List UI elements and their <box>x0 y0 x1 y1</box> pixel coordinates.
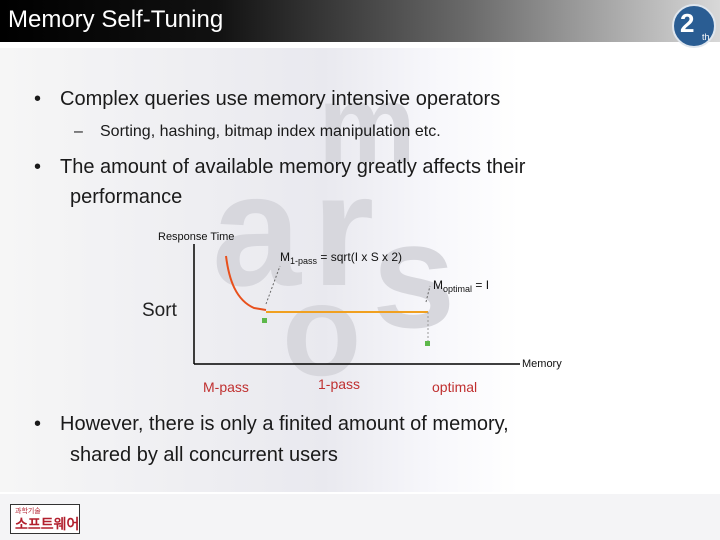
m1pass-expression: = sqrt(I x S x 2) <box>317 250 403 264</box>
bullet-finite-memory: •However, there is only a finited amount… <box>34 413 509 435</box>
footer-logo-small: 과학기술 <box>15 508 41 515</box>
title-bar <box>0 0 720 42</box>
moptimal-formula: Moptimal = I <box>433 278 489 294</box>
tick-1pass: 1-pass <box>318 376 361 392</box>
bullet-finite-memory-cont: shared by all concurrent users <box>70 444 338 466</box>
watermark-r: r <box>312 140 375 319</box>
bullet-text: The amount of available memory greatly a… <box>60 156 526 178</box>
watermark-s: s <box>372 191 456 359</box>
m1pass-subscript: 1-pass <box>290 256 318 266</box>
sub-bullet-text: Sorting, hashing, bitmap index manipulat… <box>100 123 441 140</box>
moptimal-subscript: optimal <box>443 284 473 294</box>
bullet-text: Complex queries use memory intensive ope… <box>60 88 501 110</box>
m1pass-main: M <box>280 250 290 264</box>
sub-bullet-operators: –Sorting, hashing, bitmap index manipula… <box>74 123 441 140</box>
bullet-available-memory-cont: performance <box>70 186 183 208</box>
watermark-o: o <box>282 257 362 403</box>
x-axis-label: Memory <box>522 358 562 370</box>
footer-logo-text: 소프트웨어 <box>15 516 80 532</box>
bullet-complex-queries: •Complex queries use memory intensive op… <box>34 88 501 110</box>
y-axis-label: Response Time <box>158 231 235 243</box>
operator-label: Sort <box>142 300 177 321</box>
slide-title: Memory Self-Tuning <box>8 6 224 33</box>
slide-background <box>0 48 720 492</box>
tick-optimal: optimal <box>432 379 478 395</box>
m1pass-pointer <box>265 265 281 305</box>
moptimal-main: M <box>433 278 443 292</box>
watermark-m: m <box>318 63 416 186</box>
m1pass-point <box>262 318 267 323</box>
anniversary-logo-icon: 2 th <box>672 4 716 48</box>
moptimal-expression: = I <box>472 278 490 292</box>
optimal-point <box>425 341 430 346</box>
response-curve <box>225 255 267 311</box>
watermark-a: a <box>212 140 301 319</box>
moptimal-pointer <box>425 285 431 303</box>
bullet-available-memory: •The amount of available memory greatly … <box>34 156 526 178</box>
logo-number: 2 <box>680 8 695 38</box>
footer-logo: 과학기술 소프트웨어 <box>10 504 80 534</box>
logo-suffix: th <box>702 32 710 42</box>
footer <box>0 494 720 540</box>
m1pass-formula: M1-pass = sqrt(I x S x 2) <box>280 250 402 266</box>
bullet-text: However, there is only a finited amount … <box>60 413 509 435</box>
tick-mpass: M-pass <box>203 379 249 395</box>
